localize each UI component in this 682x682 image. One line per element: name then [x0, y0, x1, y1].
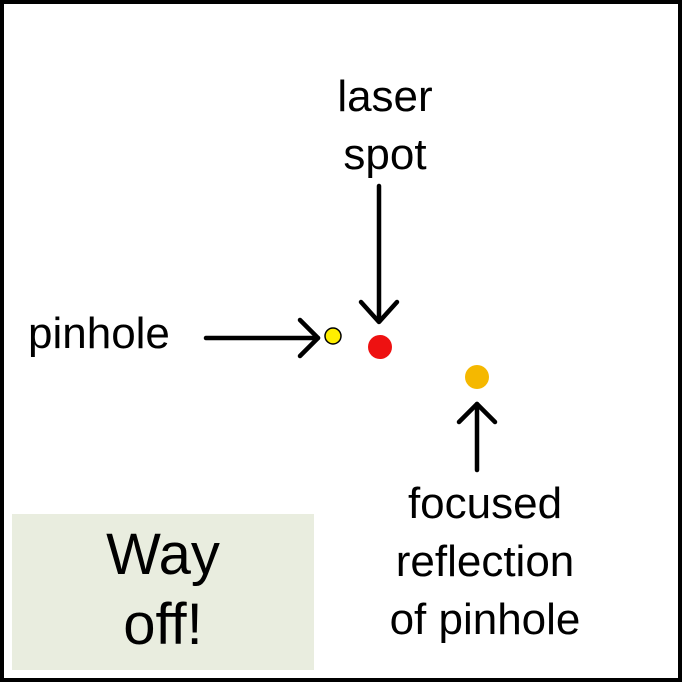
reflection-label-line2: reflection — [395, 537, 575, 586]
pinhole-arrow — [203, 317, 321, 359]
reflection-label: focused reflection of pinhole — [360, 475, 610, 649]
reflection-arrow — [456, 401, 498, 473]
diagram-graphics — [203, 183, 498, 473]
reflection-dot — [465, 365, 489, 389]
laser-spot-label: laser spot — [285, 68, 485, 184]
laser-spot-dot — [368, 335, 392, 359]
laser-label-line1: laser — [337, 72, 433, 121]
laser-arrow — [358, 183, 400, 325]
pinhole-label: pinhole — [28, 309, 170, 358]
pinhole-dot — [324, 327, 342, 345]
status-box: Way off! — [12, 514, 314, 670]
status-text: Way off! — [12, 520, 314, 660]
reflection-label-line3: of pinhole — [389, 595, 581, 644]
reflection-label-line1: focused — [407, 479, 563, 528]
status-line2: off! — [123, 592, 203, 657]
laser-label-line2: spot — [343, 130, 427, 179]
status-line1: Way — [106, 522, 220, 587]
